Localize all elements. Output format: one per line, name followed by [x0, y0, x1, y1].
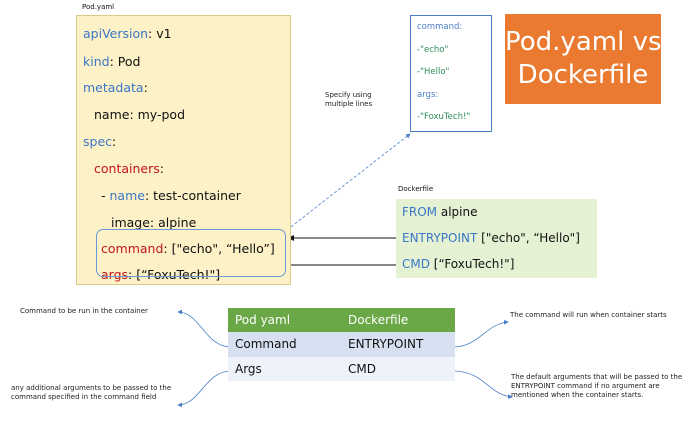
- pod-yaml-panel: apiVersion: v1 kind: Pod metadata: name:…: [76, 15, 291, 285]
- docker-line-cmd: CMD [“FoxuTech!"]: [402, 257, 515, 271]
- title-line-2: Dockerfile: [517, 60, 649, 90]
- yaml-line-name: name: my-pod: [94, 107, 186, 122]
- pod-yaml-caption: Pod.yaml: [82, 3, 115, 11]
- annotation-command-left: Command to be run in the container: [20, 307, 148, 315]
- yaml-line-command: command: ["echo", “Hello”]: [101, 241, 275, 256]
- cmdbox-args-label: args:: [417, 90, 439, 100]
- table-header-dockerfile: Dockerfile: [341, 308, 455, 333]
- dockerfile-caption: Dockerfile: [398, 185, 434, 193]
- cmdbox-command-label: command:: [417, 22, 463, 32]
- table-header-pod-yaml: Pod yaml: [228, 308, 341, 333]
- args-left-curve: [177, 370, 232, 408]
- docker-line-from: FROM alpine: [402, 205, 478, 219]
- yaml-line-args: args: [“FoxuTech!"]: [101, 267, 221, 282]
- table-row: Args CMD: [228, 356, 455, 381]
- entrypoint-right-curve: [451, 319, 509, 348]
- table-header-row: Pod yaml Dockerfile: [228, 308, 455, 333]
- annotation-entrypoint-right: The command will run when container star…: [510, 311, 667, 319]
- command-left-curve: [177, 309, 232, 348]
- cmdbox-item-hello: -"Hello": [417, 67, 450, 77]
- yaml-line-apiversion: apiVersion: v1: [83, 26, 172, 41]
- yaml-line-image: image: alpine: [111, 215, 197, 230]
- yaml-line-container-name: - name: test-container: [101, 188, 241, 203]
- annotation-multiline: Specify using multiple lines: [325, 91, 373, 108]
- comparison-table: Pod yaml Dockerfile Command ENTRYPOINT A…: [228, 308, 455, 381]
- yaml-line-containers: containers:: [94, 161, 164, 176]
- annotation-args-left: any additional arguments to be passed to…: [11, 384, 172, 401]
- yaml-line-spec: spec:: [83, 134, 117, 149]
- table-cell: Command: [228, 332, 341, 357]
- docker-line-entrypoint: ENTRYPOINT ["echo", “Hello"]: [402, 231, 580, 245]
- command-args-highlight: [96, 229, 286, 277]
- yaml-line-kind: kind: Pod: [83, 54, 141, 69]
- dockerfile-panel: FROM alpine ENTRYPOINT ["echo", “Hello"]…: [396, 199, 597, 278]
- table-cell: CMD: [341, 356, 455, 381]
- cmdbox-item-foxutech: -"FoxuTech!": [417, 112, 471, 122]
- multiline-dashed-arrow: [282, 133, 411, 234]
- title-box: Pod.yaml vs Dockerfile: [505, 14, 662, 104]
- annotation-cmd-right: The default arguments that will be passe…: [511, 373, 683, 399]
- yaml-line-metadata: metadata:: [83, 80, 148, 95]
- table-cell: Args: [228, 356, 341, 381]
- multiline-command-box: command: -"echo" -"Hello" args: -"FoxuTe…: [410, 15, 492, 132]
- cmd-right-curve: [451, 370, 513, 399]
- table-cell: ENTRYPOINT: [341, 332, 455, 357]
- table-row: Command ENTRYPOINT: [228, 332, 455, 357]
- title-line-1: Pod.yaml vs: [505, 27, 662, 57]
- cmdbox-item-echo: -"echo": [417, 45, 449, 55]
